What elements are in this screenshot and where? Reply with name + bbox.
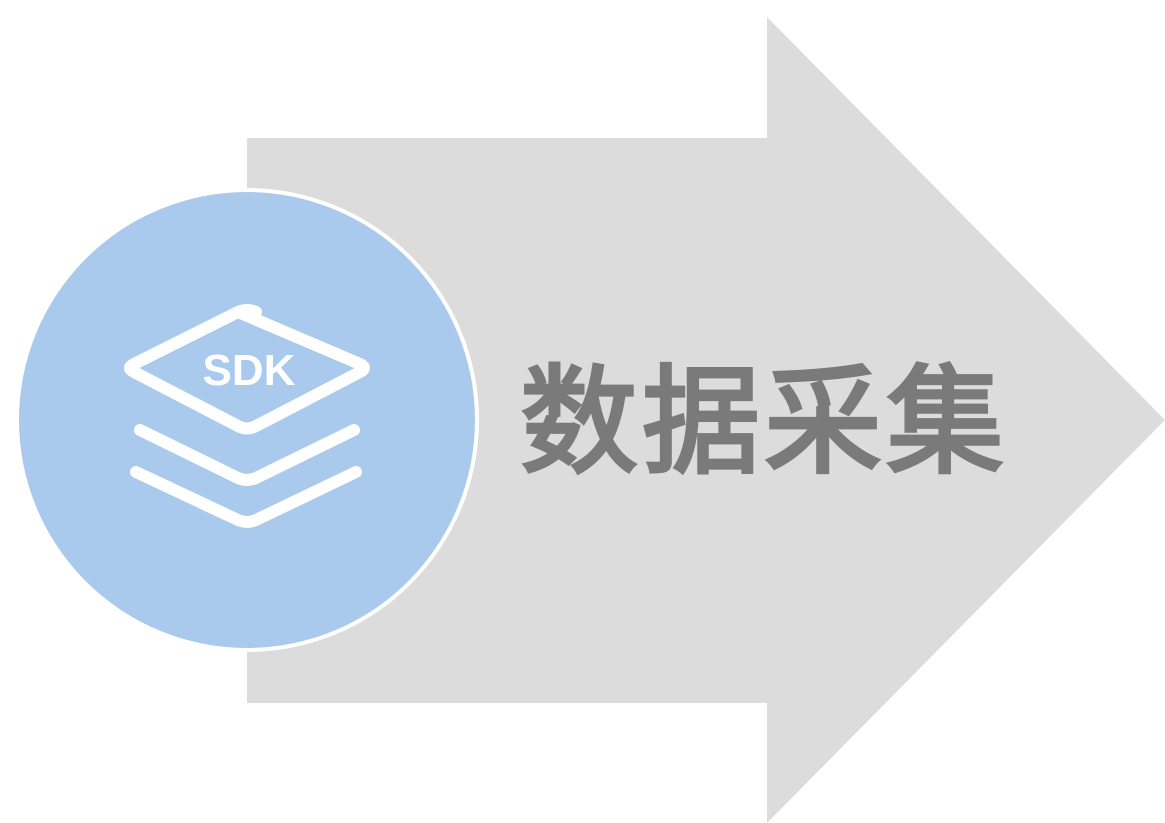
diagram-title: 数据采集 (520, 353, 1009, 491)
badge-circle (19, 192, 475, 648)
sdk-label: SDK (203, 346, 296, 395)
sdk-layers-icon (124, 304, 370, 528)
arrow-body (247, 17, 1165, 823)
